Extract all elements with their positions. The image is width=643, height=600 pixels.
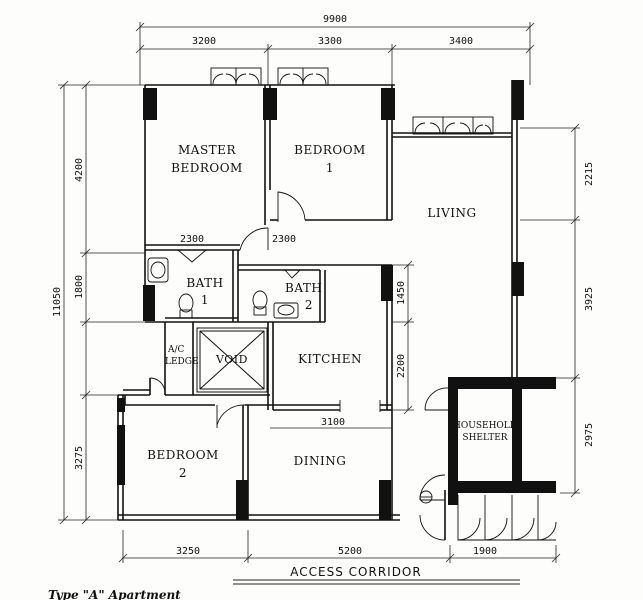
void-symbol bbox=[196, 327, 268, 393]
dim-bath-width-2: 2300 bbox=[272, 234, 296, 245]
label-household-shelter-line2: SHELTER bbox=[462, 433, 507, 443]
label-bath-2-line1: BATH bbox=[285, 281, 322, 295]
bath-fixtures bbox=[147, 257, 299, 319]
windows bbox=[210, 67, 494, 135]
label-bedroom-1-line1: BEDROOM bbox=[294, 143, 366, 157]
kitchen-dimensions bbox=[392, 260, 414, 415]
dim-right-2: 3925 bbox=[584, 287, 595, 311]
wall-columns bbox=[117, 80, 556, 520]
label-master-bedroom-line2: BEDROOM bbox=[171, 161, 243, 175]
entrance-symbol bbox=[419, 490, 433, 504]
label-void: VOID bbox=[215, 353, 248, 366]
label-kitchen: KITCHEN bbox=[298, 352, 362, 366]
dim-bath-width-1: 2300 bbox=[180, 234, 204, 245]
dim-mid-right: 2200 bbox=[396, 354, 407, 378]
label-dining: DINING bbox=[294, 454, 347, 468]
label-living: LIVING bbox=[427, 206, 476, 220]
doors bbox=[149, 191, 557, 541]
right-dimensions bbox=[520, 123, 580, 498]
corridor-lines bbox=[233, 579, 520, 585]
label-bath-1-line1: BATH bbox=[186, 276, 223, 290]
dim-overall-width: 9900 bbox=[323, 14, 347, 25]
label-bedroom-1-line2: 1 bbox=[326, 161, 334, 175]
label-bedroom-2-line2: 2 bbox=[179, 466, 187, 480]
dim-top-2: 3300 bbox=[318, 36, 342, 47]
label-bath-1-line2: 1 bbox=[201, 293, 209, 307]
dim-bottom-2: 5200 bbox=[338, 546, 362, 557]
dim-left-3: 3275 bbox=[74, 446, 85, 470]
dim-kitchen-width: 3100 bbox=[321, 417, 345, 428]
bottom-dimensions bbox=[118, 530, 561, 563]
label-bath-2-line2: 2 bbox=[305, 298, 313, 312]
label-access-corridor: ACCESS CORRIDOR bbox=[290, 565, 421, 579]
top-dimensions bbox=[135, 22, 535, 85]
dim-right-1: 2215 bbox=[584, 162, 595, 186]
label-master-bedroom-line1: MASTER bbox=[178, 143, 236, 157]
dim-mid-left: 1450 bbox=[396, 281, 407, 305]
corridor-label-bg bbox=[290, 565, 420, 579]
plan-caption: Type "A" Apartment bbox=[48, 588, 181, 600]
dim-top-1: 3200 bbox=[192, 36, 216, 47]
label-bedroom-2-line1: BEDROOM bbox=[147, 448, 219, 462]
dim-left-2: 1800 bbox=[74, 275, 85, 299]
dim-bottom-3: 1900 bbox=[473, 546, 497, 557]
dim-left-1: 4200 bbox=[74, 158, 85, 182]
dim-bottom-1: 3250 bbox=[176, 546, 200, 557]
label-ac-ledge-line2: LEDGE bbox=[165, 357, 199, 367]
dim-overall-height: 11050 bbox=[52, 287, 63, 317]
left-dimensions bbox=[58, 80, 145, 525]
label-ac-ledge-line1: A/C bbox=[167, 345, 185, 355]
label-household-shelter-line1: HOUSEHOLD bbox=[453, 421, 517, 431]
dim-right-3: 2975 bbox=[584, 423, 595, 447]
dim-top-3: 3400 bbox=[449, 36, 473, 47]
